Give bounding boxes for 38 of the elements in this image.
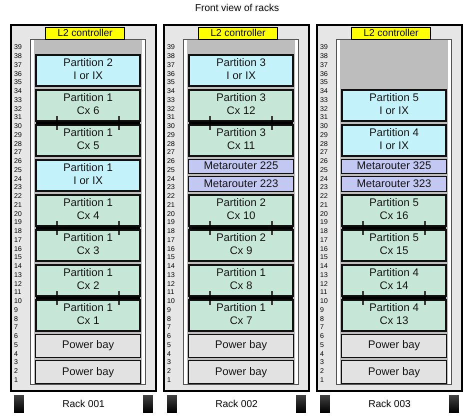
cx-partition-module: Partition 1 Cx 3 — [35, 228, 141, 262]
power-bay: Power bay — [188, 334, 294, 358]
cx-partition-module: Partition 1 Cx 2 — [35, 264, 141, 297]
power-bay: Power bay — [341, 360, 447, 384]
power-bay: Power bay — [35, 360, 141, 384]
power-bay: Power bay — [35, 334, 141, 358]
cx-partition-module: Partition 3 Cx 11 — [188, 124, 294, 157]
rack-label: Rack 002 — [215, 399, 258, 410]
cx-partition-module: Partition 3 Cx 12 — [188, 88, 294, 122]
io-partition-module: Partition 4 I or IX — [341, 124, 447, 157]
cx-partition-module: Partition 1 Cx 5 — [35, 124, 141, 157]
io-partition-module: Partition 5 I or IX — [341, 88, 447, 122]
metarouter-module: Metarouter 323 — [341, 176, 447, 192]
metarouter-module: Metarouter 325 — [341, 158, 447, 174]
cx-partition-module: Partition 5 Cx 16 — [341, 194, 447, 227]
cx-partition-module: Partition 4 Cx 13 — [341, 298, 447, 332]
io-partition-module: Partition 3 I or IX — [188, 54, 294, 87]
controller-label-box: L2 controller — [45, 27, 125, 40]
diagram-title: Front view of racks — [195, 3, 279, 14]
rack-label: Rack 003 — [368, 399, 411, 410]
metarouter-module: Metarouter 225 — [188, 158, 294, 174]
cx-partition-module: Partition 2 Cx 10 — [188, 194, 294, 227]
cx-partition-module: Partition 1 Cx 7 — [188, 298, 294, 332]
controller-label-box: L2 controller — [351, 27, 431, 40]
cx-partition-module: Partition 4 Cx 14 — [341, 264, 447, 297]
cx-partition-module: Partition 1 Cx 1 — [35, 298, 141, 332]
cx-partition-module: Partition 5 Cx 15 — [341, 228, 447, 262]
metarouter-module: Metarouter 223 — [188, 176, 294, 192]
cx-partition-module: Partition 2 Cx 9 — [188, 228, 294, 262]
power-bay: Power bay — [341, 334, 447, 358]
rack-label: Rack 001 — [62, 399, 105, 410]
power-bay: Power bay — [188, 360, 294, 384]
cx-partition-module: Partition 1 Cx 8 — [188, 264, 294, 297]
controller-label-box: L2 controller — [198, 27, 278, 40]
cx-partition-module: Partition 1 Cx 4 — [35, 194, 141, 227]
io-partition-module: Partition 1 I or IX — [35, 158, 141, 192]
io-partition-module: Partition 2 I or IX — [35, 54, 141, 87]
cx-partition-module: Partition 1 Cx 6 — [35, 88, 141, 122]
